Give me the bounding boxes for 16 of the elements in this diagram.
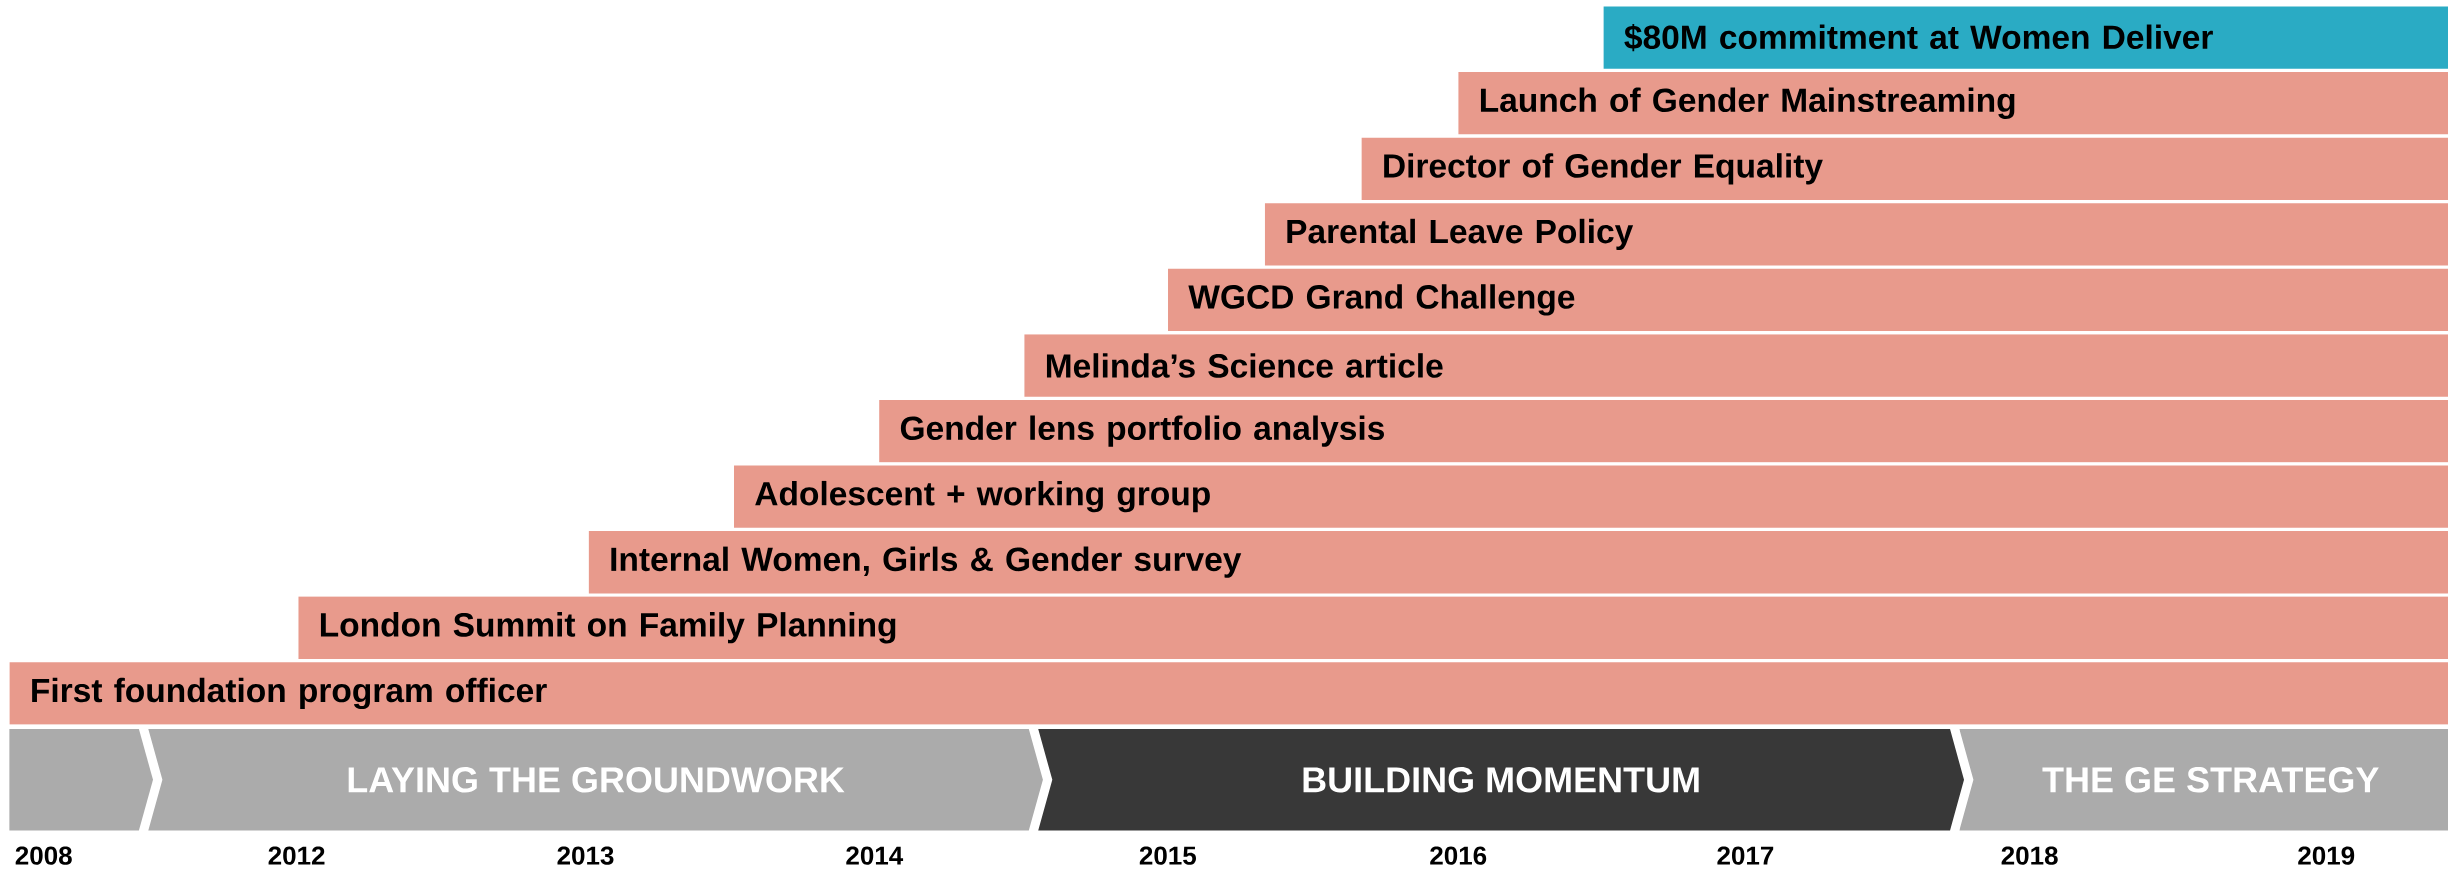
- milestone-bar: First foundation program officer: [9, 662, 2448, 725]
- milestone-bar: Parental Leave Policy: [1264, 203, 2448, 266]
- milestone-bar: WGCD Grand Challenge: [1168, 268, 2448, 332]
- milestone-bar: $80M commitment at Women Deliver: [1603, 6, 2448, 69]
- milestone-bar: Director of Gender Equality: [1361, 137, 2448, 200]
- phase-band: BUILDING MOMENTUM: [1038, 729, 1965, 831]
- milestone-bar: Melinda’s Science article: [1024, 334, 2448, 397]
- band-segment: [9, 729, 153, 831]
- year-label: 2018: [2001, 846, 2058, 865]
- milestone-bar: Gender lens portfolio analysis: [879, 399, 2448, 463]
- milestone-bar: London Summit on Family Planning: [298, 596, 2448, 659]
- milestone-bar: Launch of Gender Mainstreaming: [1458, 72, 2448, 135]
- milestone-bar: Adolescent + working group: [734, 465, 2448, 528]
- year-label: 2008: [15, 846, 72, 865]
- milestone-bar: Internal Women, Girls & Gender survey: [588, 531, 2448, 594]
- phase-band: THE GE STRATEGY: [1959, 729, 2448, 831]
